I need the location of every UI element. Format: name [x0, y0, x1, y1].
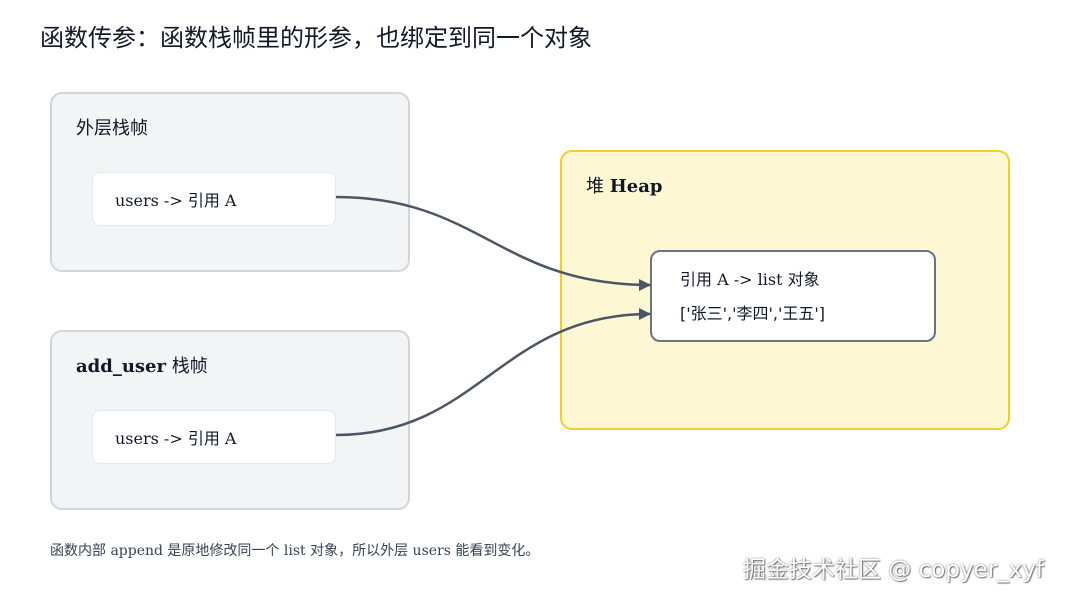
heap-label-name: Heap — [609, 176, 663, 197]
list-object-contents: ['张三','李四','王五'] — [680, 304, 826, 323]
add-user-frame-label-suffix: 栈帧 — [166, 356, 208, 377]
outer-frame-label: 外层栈帧 — [76, 118, 148, 139]
heap-label: 堆 Heap — [586, 172, 662, 198]
heap-label-prefix: 堆 — [586, 176, 610, 197]
add-user-frame-label-name: add_user — [76, 356, 166, 377]
outer-users-variable: users -> 引用 A — [92, 172, 336, 226]
add-user-users-variable: users -> 引用 A — [92, 410, 336, 464]
outer-stack-frame: 外层栈帧 users -> 引用 A — [50, 92, 410, 272]
list-object-box: 引用 A -> list 对象 ['张三','李四','王五'] — [650, 250, 936, 342]
list-object-reference: 引用 A -> list 对象 — [680, 270, 820, 289]
caption-note: 函数内部 append 是原地修改同一个 list 对象，所以外层 users … — [50, 543, 540, 559]
heap-area: 堆 Heap 引用 A -> list 对象 ['张三','李四','王五'] — [560, 150, 1010, 430]
watermark: 掘金技术社区 @ copyer_xyf — [743, 557, 1044, 583]
add-user-stack-frame: add_user 栈帧 users -> 引用 A — [50, 330, 410, 510]
add-user-frame-label: add_user 栈帧 — [76, 352, 208, 378]
page-title: 函数传参：函数栈帧里的形参，也绑定到同一个对象 — [40, 24, 592, 52]
